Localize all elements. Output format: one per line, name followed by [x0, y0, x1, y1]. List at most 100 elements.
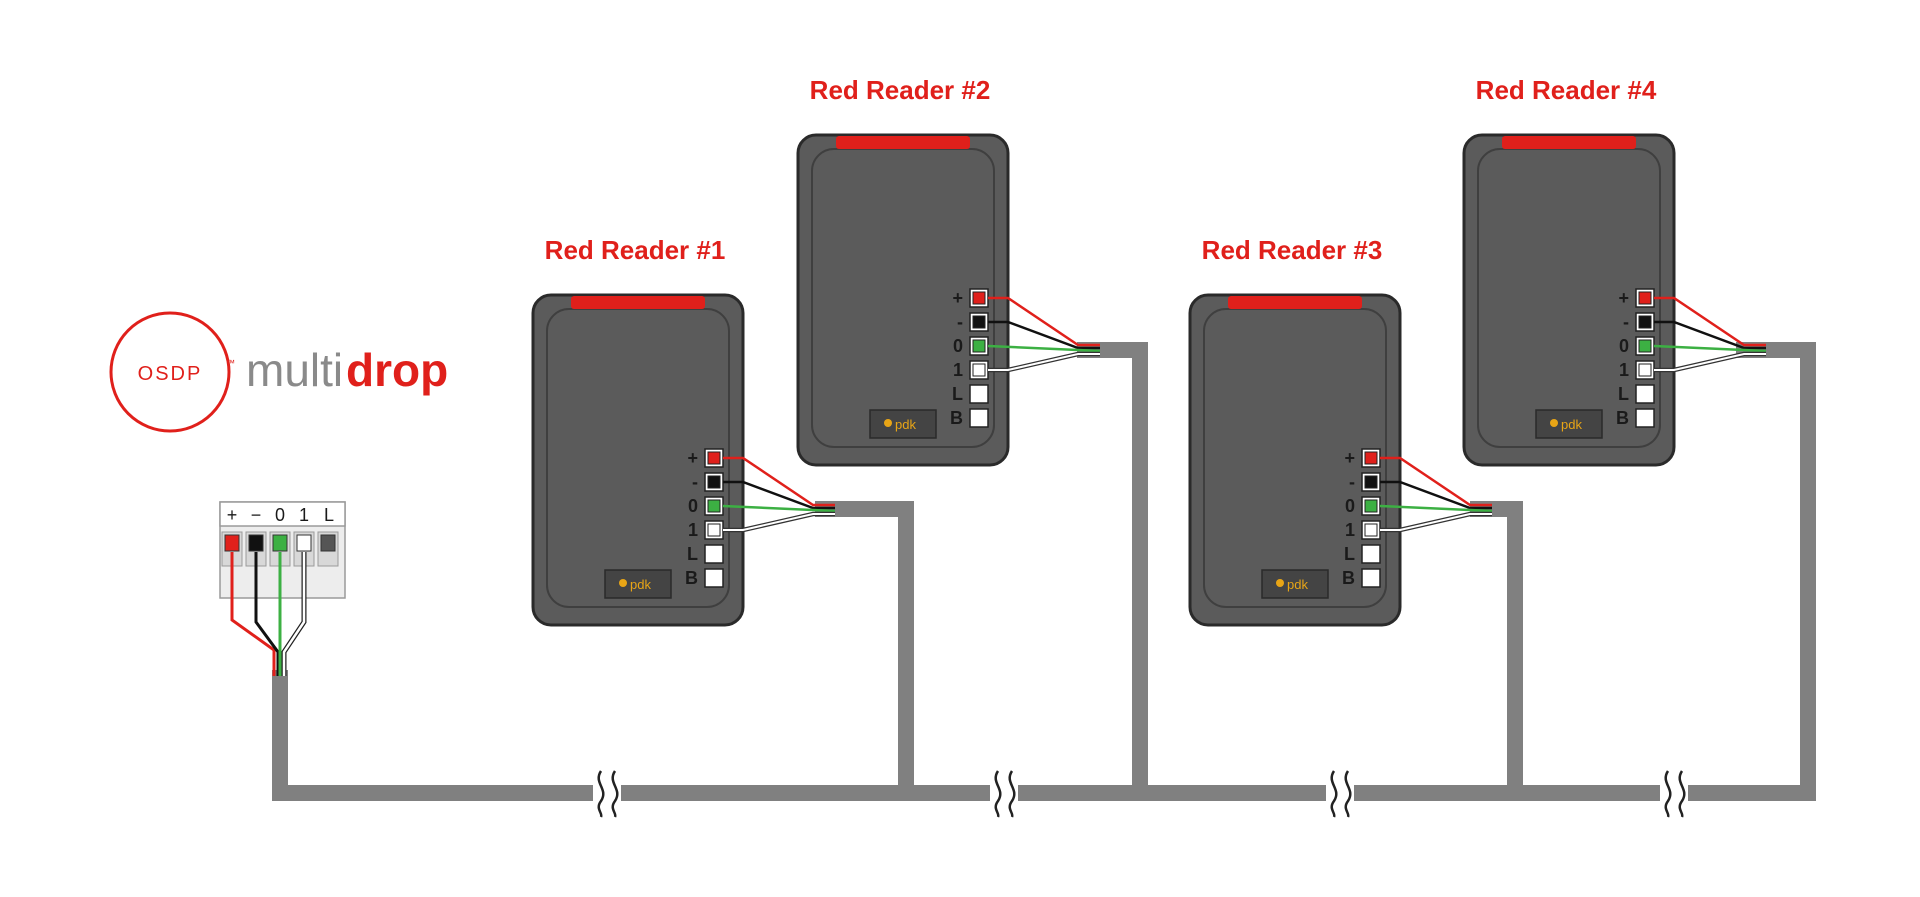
reader-terminal-label: 0	[688, 496, 698, 516]
reader-terminal-label: L	[1344, 544, 1355, 564]
reader-terminal-fill	[707, 523, 721, 537]
reader-terminal-6	[704, 568, 724, 588]
reader-terminal-label: B	[1342, 568, 1355, 588]
reader-terminal-label: B	[1616, 408, 1629, 428]
reader-terminal-label: +	[1618, 288, 1629, 308]
pdk-badge	[869, 409, 937, 439]
pdk-logo-text: pdk	[630, 577, 651, 592]
wire-power	[1380, 456, 1492, 507]
reader-terminal-5	[1361, 544, 1381, 564]
reader-body	[1188, 293, 1402, 627]
reader-terminal-label: B	[685, 568, 698, 588]
wire-ground	[1654, 320, 1766, 350]
reader-terminal-fill	[707, 451, 721, 465]
wire-data0	[1653, 344, 1767, 353]
reader-terminal-fill	[1364, 451, 1378, 465]
reader-terminal-fill	[972, 291, 986, 305]
logo-multi-text: multi	[246, 344, 343, 396]
wire-data0	[1379, 504, 1493, 513]
wire-data0	[722, 504, 836, 513]
reader-terminal-label: +	[1344, 448, 1355, 468]
reader-body	[1462, 133, 1676, 467]
pdk-badge	[1261, 569, 1329, 599]
wire-data0	[987, 344, 1101, 353]
reader-terminal-label: 0	[953, 336, 963, 356]
reader-terminal-fill	[707, 499, 721, 513]
reader-led-strip	[571, 296, 705, 309]
pdk-logo-icon	[1276, 579, 1284, 587]
reader-terminal-fill	[1638, 315, 1652, 329]
pdk-logo-text: pdk	[1287, 577, 1308, 592]
wire-data1	[988, 353, 1100, 371]
reader-title: Red Reader #1	[545, 235, 726, 265]
reader-terminal-fill	[1638, 339, 1652, 353]
reader-body	[531, 293, 745, 627]
pdk-badge	[1535, 409, 1603, 439]
wire-power	[988, 296, 1100, 347]
wire-ground	[988, 320, 1100, 350]
reader-terminal-fill	[972, 363, 986, 377]
reader-terminal-label: 1	[1619, 360, 1629, 380]
reader-terminal-6	[1361, 568, 1381, 588]
reader-title: Red Reader #3	[1202, 235, 1383, 265]
pdk-logo-icon	[884, 419, 892, 427]
reader-terminal-fill	[707, 475, 721, 489]
reader-terminal-label: -	[1623, 312, 1629, 332]
reader-terminal-label: 0	[1619, 336, 1629, 356]
wire-data1	[723, 513, 835, 531]
reader-led-strip	[836, 136, 970, 149]
reader-body	[796, 133, 1010, 467]
osdp-logo-text: OSDP	[138, 363, 203, 385]
reader-terminal-fill	[1364, 475, 1378, 489]
reader-4: Red Reader #4 pdk + - 0 1LB	[1462, 75, 1767, 467]
reader-terminal-5	[1635, 384, 1655, 404]
reader-terminal-fill	[972, 315, 986, 329]
reader-terminal-fill	[1364, 499, 1378, 513]
reader-terminal-label: +	[687, 448, 698, 468]
wire-data1	[1654, 353, 1766, 371]
reader-terminal-fill	[1638, 363, 1652, 377]
reader-led-strip	[1502, 136, 1636, 149]
pdk-logo-icon	[619, 579, 627, 587]
reader-title: Red Reader #4	[1476, 75, 1657, 105]
logo-drop-text: drop	[346, 344, 448, 396]
reader-terminal-label: 1	[953, 360, 963, 380]
controller-terminal-label: −	[251, 505, 262, 525]
bus-cable	[272, 342, 1816, 818]
reader-terminal-label: +	[952, 288, 963, 308]
reader-led-strip	[1228, 296, 1362, 309]
reader-terminal-label: -	[1349, 472, 1355, 492]
reader-1: Red Reader #1 pdk + - 0 1LB	[531, 235, 836, 627]
wire-power	[1654, 296, 1766, 347]
reader-terminal-fill	[1364, 523, 1378, 537]
controller-terminal-label: 0	[275, 505, 285, 525]
controller-wires	[230, 552, 307, 676]
wire-data1	[1380, 513, 1492, 531]
reader-terminal-label: 0	[1345, 496, 1355, 516]
reader-terminal-label: -	[692, 472, 698, 492]
reader-terminal-label: 1	[1345, 520, 1355, 540]
wire-power	[723, 456, 835, 507]
cable-break-marks	[593, 770, 1688, 818]
reader-terminal-label: -	[957, 312, 963, 332]
wire-ground	[723, 480, 835, 510]
controller-terminal-slots	[221, 531, 339, 567]
reader-terminal-5	[969, 384, 989, 404]
osdp-multidrop-logo: OSDP ™ multi drop	[109, 311, 448, 433]
reader-terminal-5	[704, 544, 724, 564]
osdp-logo-ring	[109, 311, 231, 433]
reader-title: Red Reader #2	[810, 75, 991, 105]
reader-terminal-6	[1635, 408, 1655, 428]
controller-terminal-label: 1	[299, 505, 309, 525]
reader-terminal-label: 1	[688, 520, 698, 540]
controller-terminal-label: +	[227, 505, 238, 525]
reader-3: Red Reader #3 pdk + - 0 1LB	[1188, 235, 1493, 627]
osdp-trademark: ™	[226, 358, 235, 368]
reader-terminal-label: L	[1618, 384, 1629, 404]
pdk-logo-text: pdk	[1561, 417, 1582, 432]
pdk-badge	[604, 569, 672, 599]
reader-terminal-label: L	[687, 544, 698, 564]
reader-terminal-fill	[972, 339, 986, 353]
